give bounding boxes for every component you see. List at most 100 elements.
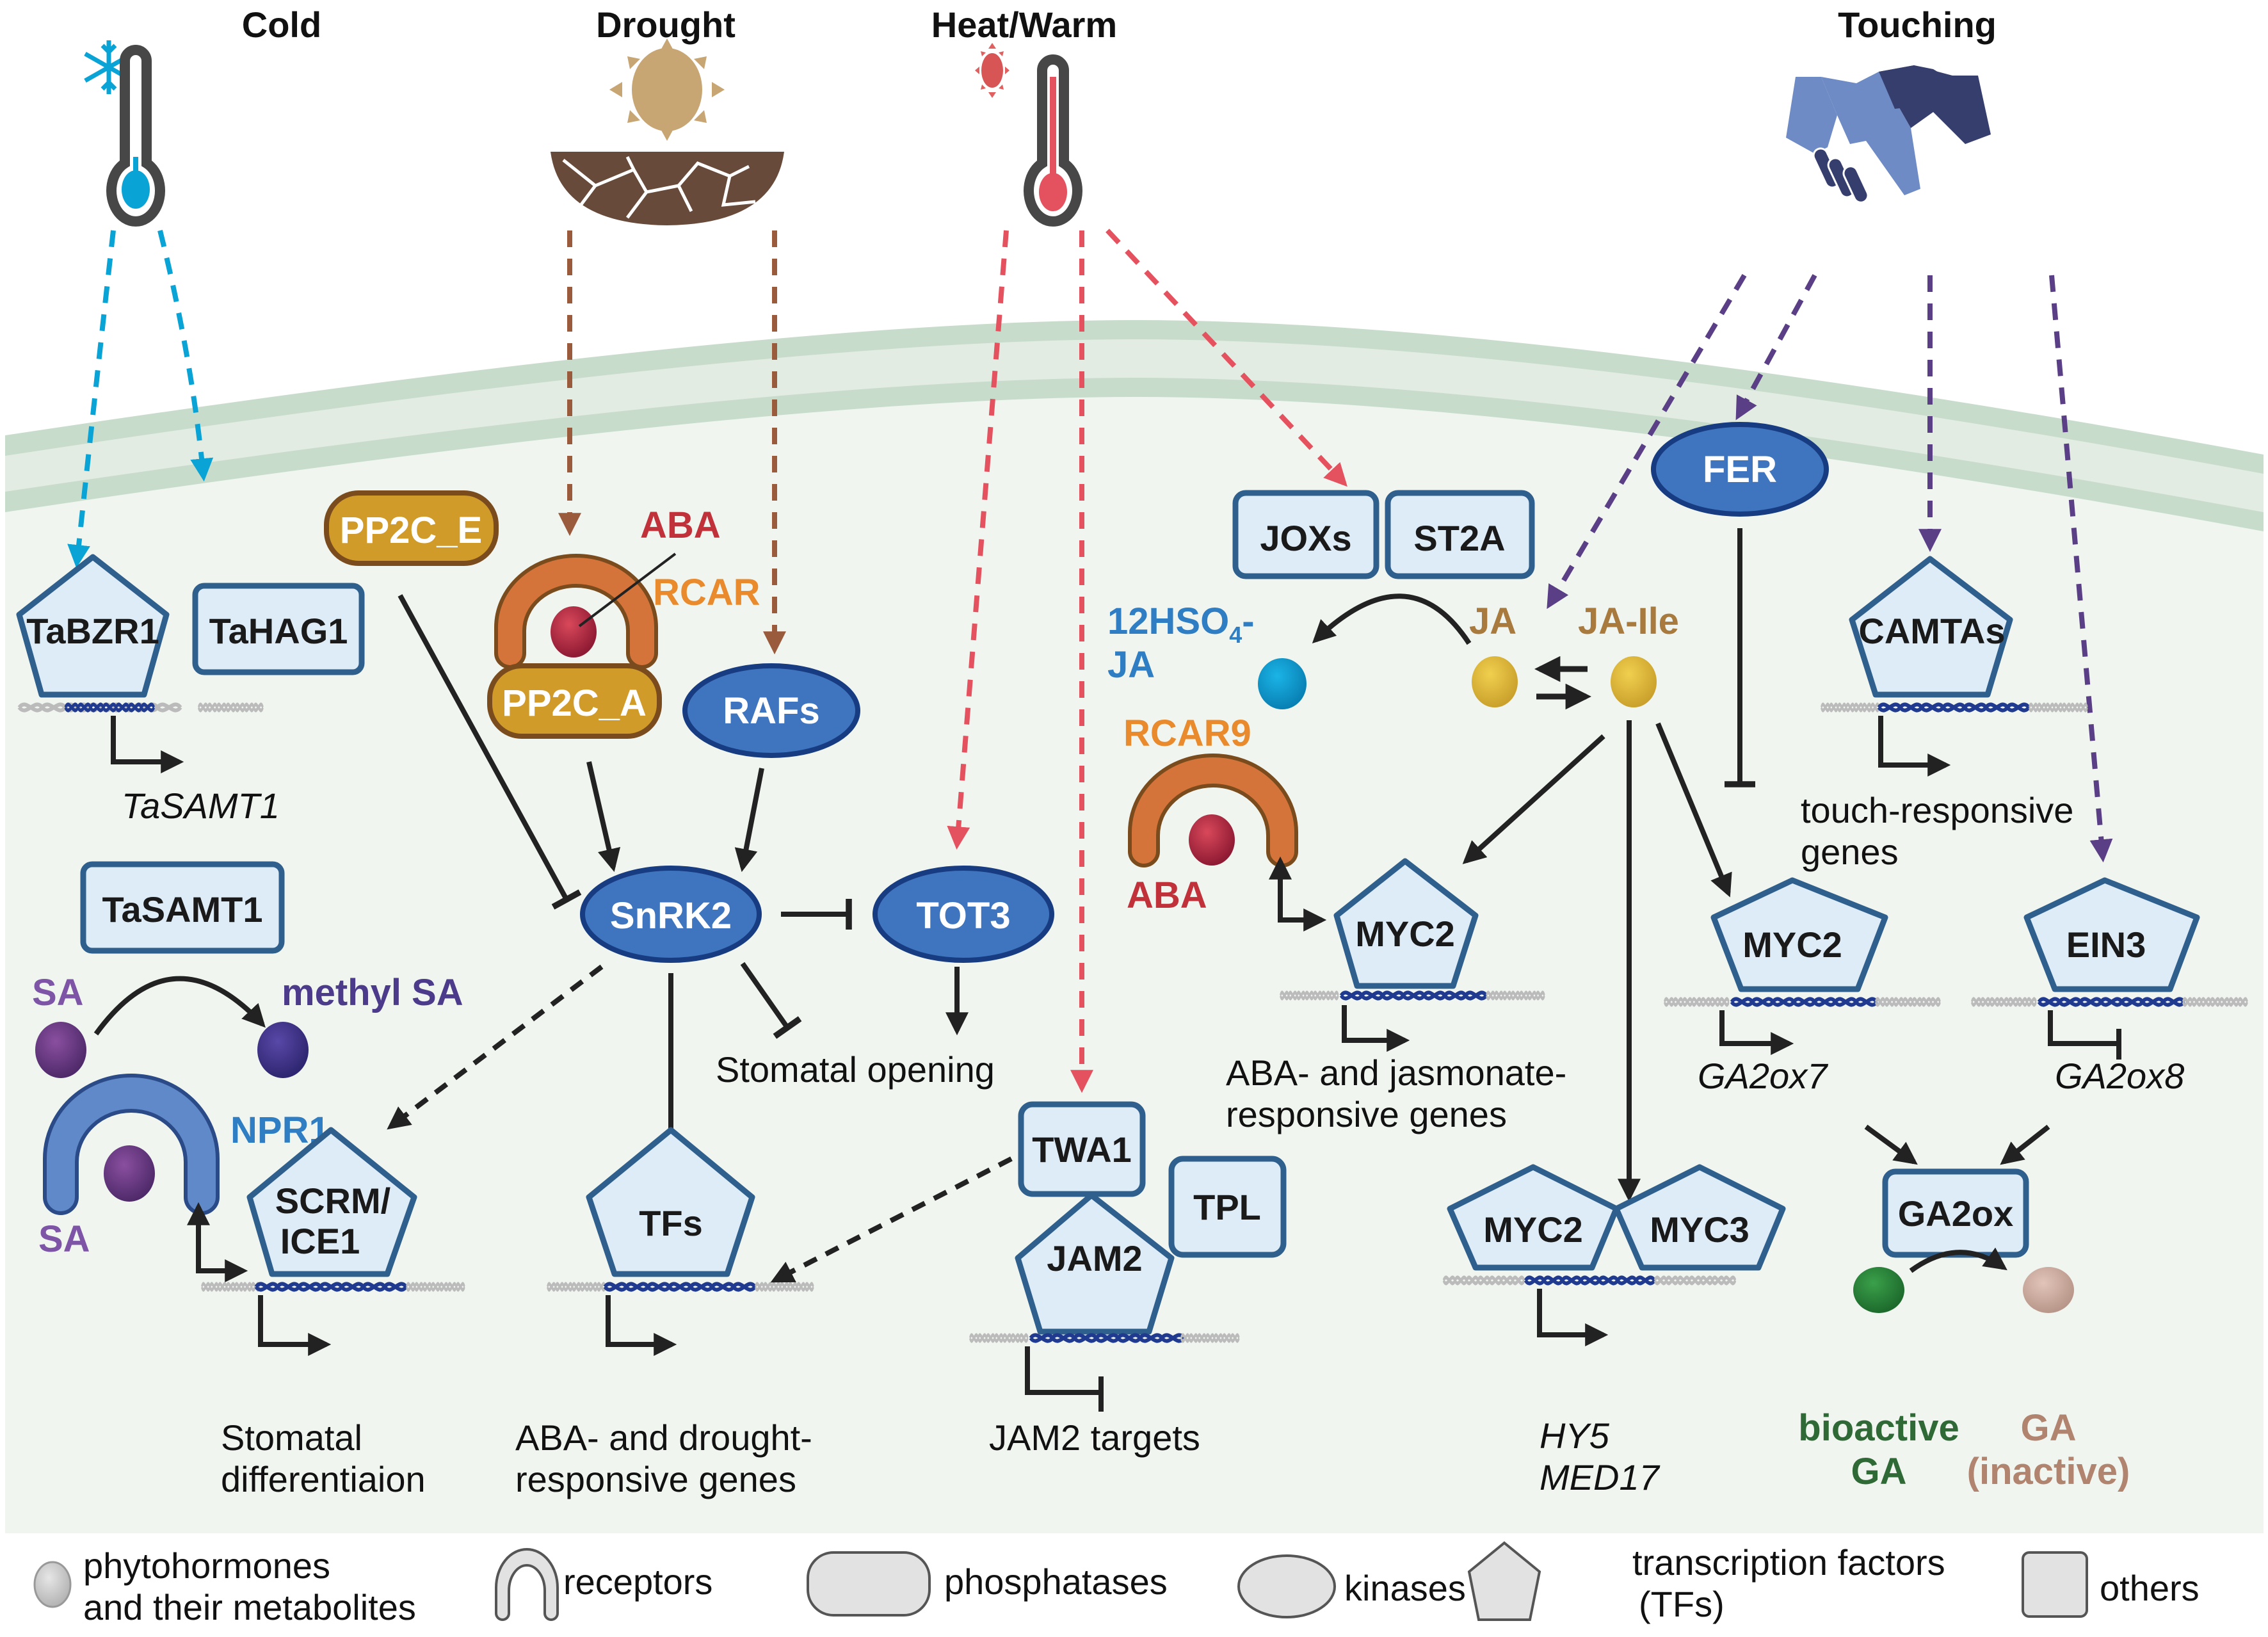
stomatal-differentiation-line2: differentiaion — [221, 1459, 426, 1499]
legend-others-icon — [2022, 1551, 2088, 1618]
myc2-b-node[interactable]: MYC2 — [1447, 1164, 1620, 1271]
sa-molecule-icon — [35, 1022, 86, 1078]
myc2-c-label: MYC2 — [1742, 924, 1842, 965]
hso4-ja-label: 12HSO4- — [1107, 601, 1255, 648]
tabzr1-node[interactable]: TaBZR1 — [16, 554, 170, 698]
myc2a-transcription-arrow — [1342, 1005, 1410, 1052]
hso4-ja-molecule-icon — [1258, 658, 1307, 709]
camtas-transcription-arrow — [1878, 716, 1951, 777]
cold-to-tabzr1-arrow — [67, 230, 116, 569]
camtas-label: CAMTAs — [1858, 611, 2005, 651]
pp2c-a-node[interactable]: PP2C_A — [487, 663, 662, 739]
legend-receptors-label: receptors — [563, 1561, 712, 1602]
joxs-label: JOXs — [1260, 518, 1351, 558]
pp2c-a-label: PP2C_A — [502, 682, 647, 724]
tabzr1-transcription-arrow — [111, 716, 184, 773]
hy5-label: HY5 — [1540, 1415, 1610, 1456]
rafs-label: RAFs — [723, 690, 819, 732]
ja-label: JA — [1469, 601, 1516, 642]
tahag1-node[interactable]: TaHAG1 — [192, 583, 365, 675]
cracked-soil-icon — [551, 152, 784, 225]
jaile-to-myc2c-arrow — [1655, 722, 1732, 898]
ja-molecule-icon — [1472, 656, 1518, 707]
sa-label: SA — [32, 972, 84, 1013]
myc2-c-node[interactable]: MYC2 — [1710, 877, 1888, 992]
joxs-node[interactable]: JOXs — [1232, 490, 1379, 579]
rafs-to-snrk2-arrow — [734, 768, 764, 873]
bioactive-ga-molecule-icon — [1853, 1267, 1904, 1313]
jam2-node[interactable]: JAM2 — [1015, 1192, 1175, 1335]
camtas-node[interactable]: CAMTAs — [1849, 556, 2013, 698]
touch-to-ja-arrow — [1547, 273, 1747, 609]
myc3-label: MYC3 — [1650, 1209, 1749, 1250]
ja-to-hso4-arrow — [1312, 593, 1472, 645]
rcar-receptor[interactable] — [494, 554, 658, 669]
twa1-to-tfs-dashed-arrow — [770, 1156, 1013, 1283]
snrk2-node[interactable]: SnRK2 — [580, 866, 762, 963]
tfs-label: TFs — [639, 1203, 703, 1243]
touch-responsive-genes-line2: genes — [1801, 832, 1899, 872]
legend-phytohormones: phytohormones and their metabolites — [33, 1545, 416, 1627]
st2a-label: ST2A — [1413, 518, 1505, 558]
scrm-label-line1: SCRM/ — [275, 1181, 391, 1221]
heat-to-tot3-arrow — [947, 230, 1009, 850]
ga2ox-node[interactable]: GA2ox — [1882, 1168, 2029, 1258]
pp2c-e-label: PP2C_E — [340, 510, 482, 551]
legend-phosphatases-label: phosphatases — [944, 1561, 1168, 1602]
tasamt1-protein-label: TaSAMT1 — [102, 889, 263, 930]
ga2ox7-label: GA2ox7 — [1698, 1056, 1828, 1096]
tasamt1-node[interactable]: TaSAMT1 — [80, 861, 285, 954]
jaile-to-myc2a-arrow — [1462, 734, 1605, 864]
methyl-sa-molecule-icon — [257, 1022, 309, 1078]
fer-node[interactable]: FER — [1651, 422, 1829, 517]
tot3-node[interactable]: TOT3 — [873, 866, 1054, 963]
inactive-ga-molecule-icon — [2023, 1267, 2074, 1313]
dna-ein3 — [1972, 999, 2248, 1004]
tot3-label: TOT3 — [916, 895, 1010, 937]
rafs-node[interactable]: RAFs — [682, 663, 860, 758]
bioactive-ga-line2: GA — [1851, 1451, 1907, 1492]
myc2b-transcription-arrow — [1537, 1289, 1609, 1346]
tpl-label: TPL — [1193, 1187, 1261, 1227]
myc2-a-node[interactable]: MYC2 — [1333, 858, 1479, 989]
pp2c-e-node[interactable]: PP2C_E — [324, 490, 499, 566]
ein3-repression-arrow — [2048, 1010, 2119, 1046]
legend-phyto-line2: and their metabolites — [83, 1587, 416, 1627]
stomatal-differentiation-line1: Stomatal — [221, 1417, 362, 1458]
aba-drought-genes-line1: ABA- and drought- — [515, 1417, 812, 1458]
legend-phytohormone-icon — [33, 1561, 72, 1608]
pp2ca-to-snrk2-arrow — [586, 761, 621, 873]
bioactive-to-inactive-arrow — [1909, 1247, 2007, 1273]
ga2ox7-to-ga2ox-arrow — [1864, 1124, 1918, 1165]
stimulus-cold-label: Cold — [242, 4, 321, 45]
scrm-ice1-node[interactable]: SCRM/ ICE1 — [246, 1127, 417, 1277]
hso4-text: 12HSO — [1107, 601, 1229, 642]
legend-phosphatase-icon — [807, 1551, 931, 1617]
cell-wall-outer — [5, 320, 2264, 493]
tfs-node[interactable]: TFs — [586, 1127, 755, 1277]
legend-tf-icon — [1467, 1541, 1541, 1621]
aba-rcar9-molecule-icon — [1189, 814, 1235, 866]
stimulus-touching-label: Touching — [1838, 4, 1997, 45]
jam2-repression-arrow — [1025, 1346, 1101, 1395]
ja-ile-label: JA-Ile — [1578, 601, 1679, 642]
aba-top-label: ABA — [640, 504, 721, 546]
aba-jasmonate-genes-line2: responsive genes — [1226, 1094, 1507, 1134]
snrk2-to-scrm-dashed-arrow — [387, 964, 604, 1130]
st2a-node[interactable]: ST2A — [1385, 490, 1535, 579]
sa-to-methylsa-arrow — [93, 976, 266, 1036]
myc3-node[interactable]: MYC3 — [1613, 1164, 1786, 1271]
tpl-node[interactable]: TPL — [1168, 1156, 1287, 1258]
rcar9-label: RCAR9 — [1123, 713, 1251, 754]
twa1-node[interactable]: TWA1 — [1018, 1101, 1146, 1197]
snrk2-label: SnRK2 — [610, 895, 732, 937]
sa-npr1-label: SA — [38, 1218, 90, 1260]
jam2-targets-label: JAM2 targets — [989, 1417, 1200, 1458]
ein3-node[interactable]: EIN3 — [2023, 877, 2200, 992]
ein3-label: EIN3 — [2066, 924, 2146, 965]
inactive-ga-line1: GA — [2021, 1407, 2077, 1449]
hso4-ja-label-line2: JA — [1107, 644, 1155, 686]
legend-kinases: kinases — [1237, 1554, 1466, 1618]
ga2ox-label: GA2ox — [1898, 1193, 2014, 1234]
